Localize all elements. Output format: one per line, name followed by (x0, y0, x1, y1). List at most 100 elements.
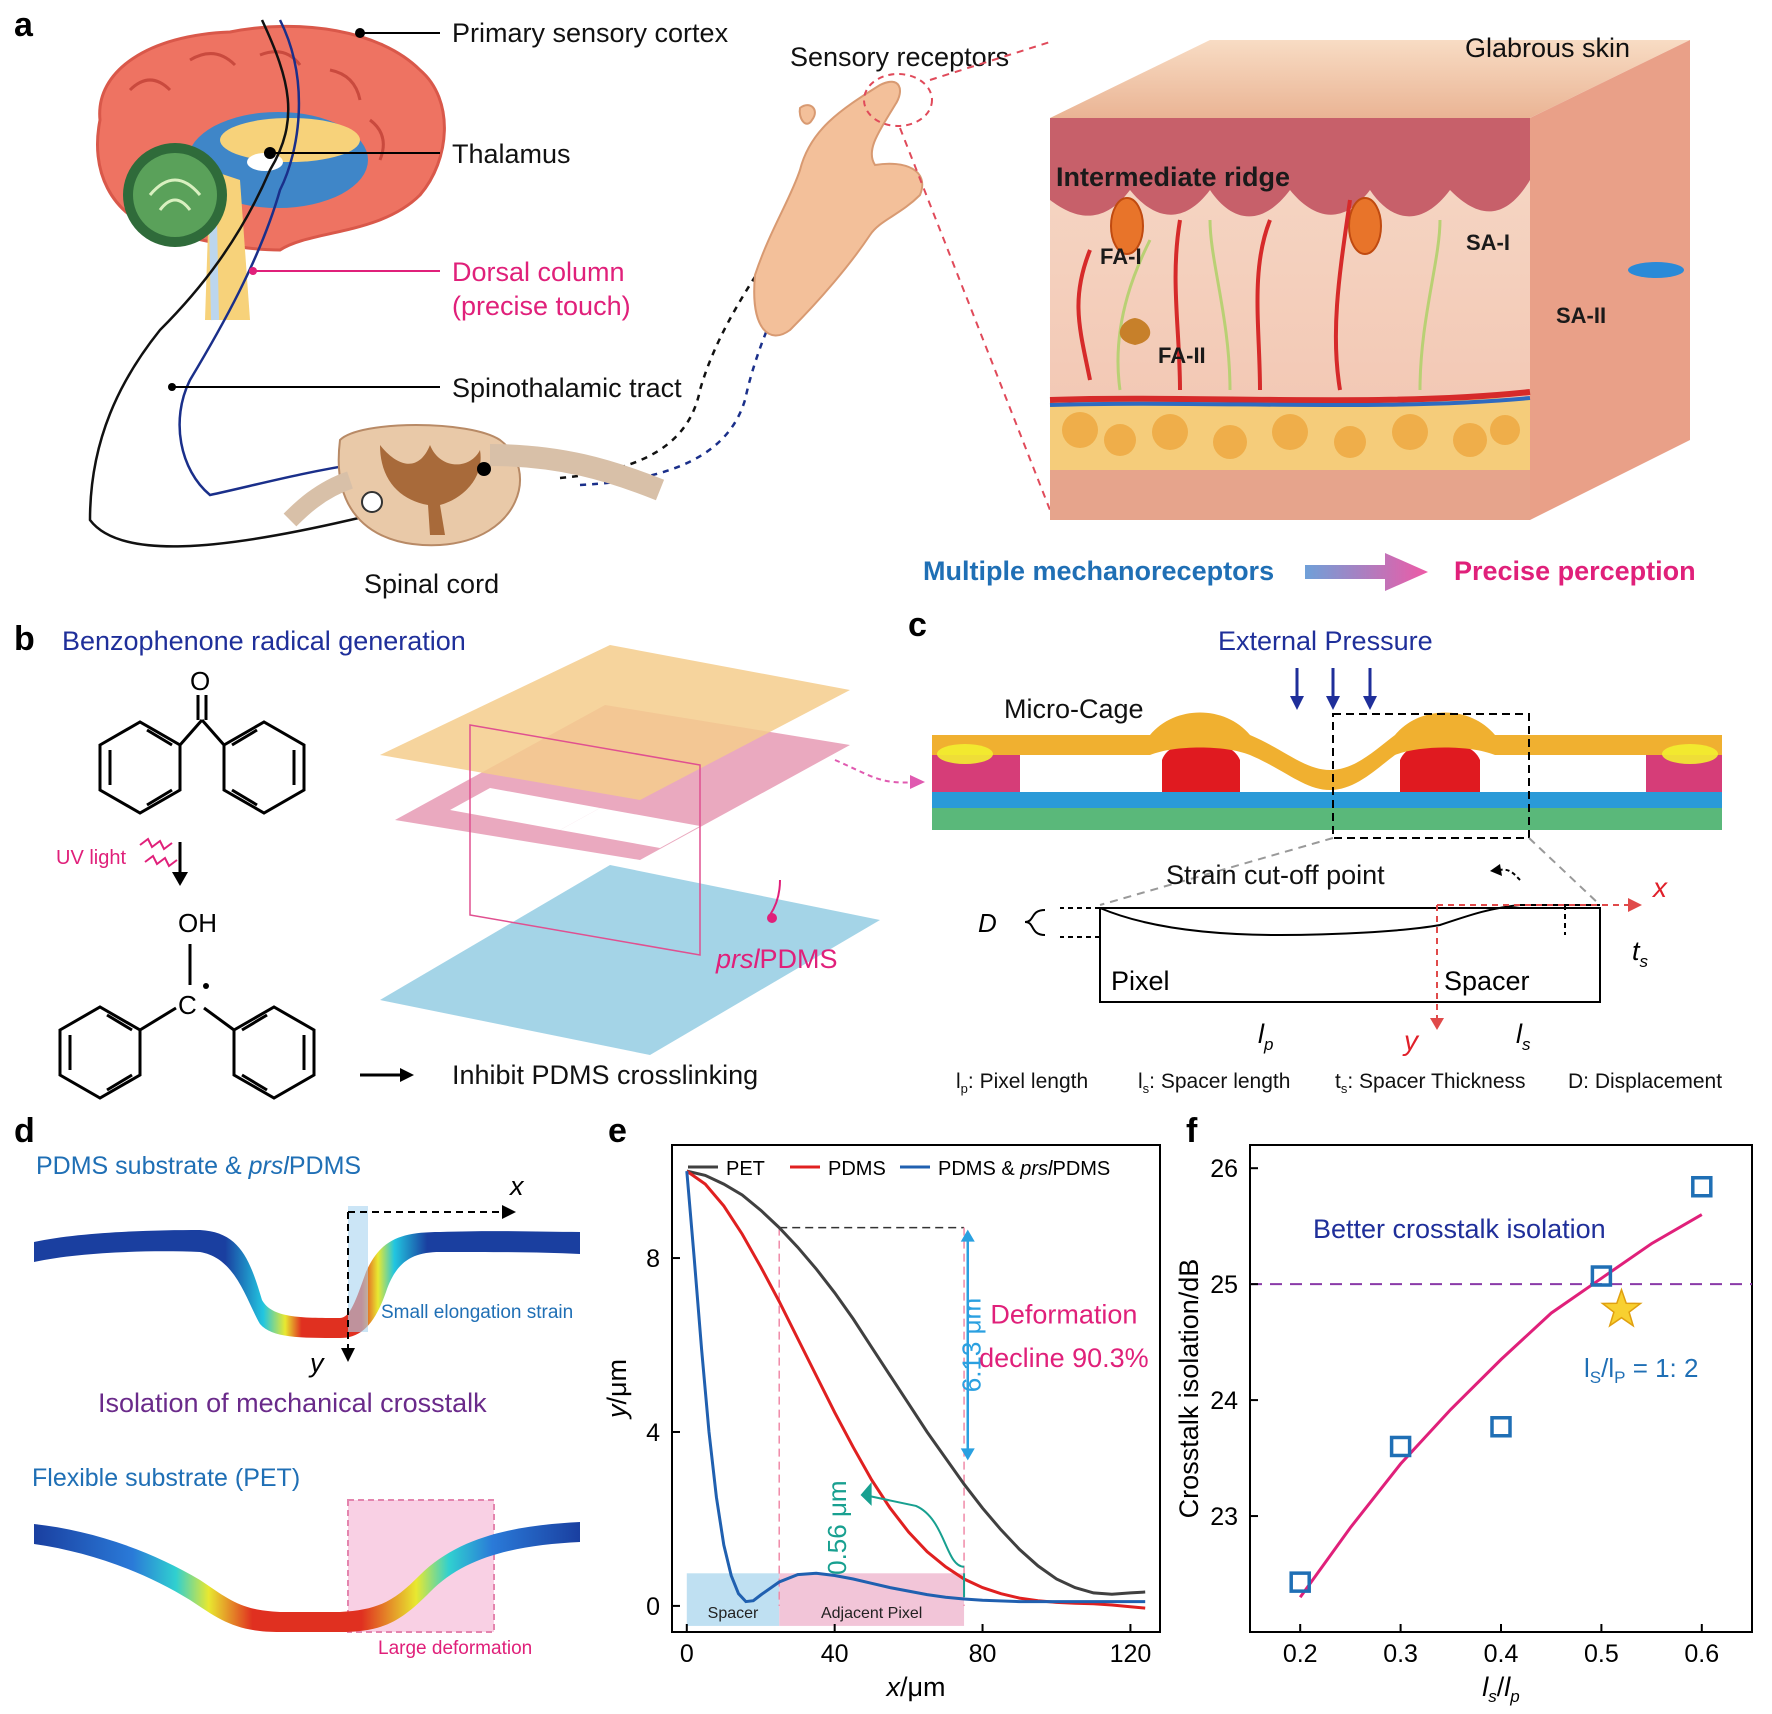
ratio-text: /l (1601, 1353, 1614, 1383)
label-primary-cortex: Primary sensory cortex (452, 18, 729, 48)
hand-illustration (753, 80, 924, 337)
c-legend: lp: Pixel length ls: Spacer length ts: S… (956, 1070, 1722, 1096)
y-axis-label: y/μm (602, 1359, 632, 1420)
series-line (686, 1169, 1146, 1596)
ratio-text: = 1: 2 (1625, 1353, 1698, 1383)
label-c-x: x (1651, 872, 1668, 903)
y-axis-label: Crosstalk isolation/dB (1174, 1259, 1204, 1519)
x-axis-text: l (1504, 1672, 1511, 1702)
star-icon (1600, 1287, 1643, 1328)
label-precise-perception: Precise perception (1454, 556, 1696, 586)
fit-curve (1298, 1213, 1703, 1599)
legend-text: PDMS (828, 1158, 886, 1180)
label-thalamus: Thalamus (452, 139, 571, 169)
y-tick-label: 8 (646, 1245, 660, 1273)
panel-b: b Benzophenone radical generation O UV l… (14, 620, 925, 1100)
dorsal-pathway (178, 19, 481, 497)
label-small-strain: Small elongation strain (381, 1302, 573, 1323)
x-tick-label: 0 (680, 1640, 694, 1668)
ratio-label: lS/lP = 1: 2 (1584, 1353, 1698, 1387)
legend-text: PET (726, 1158, 765, 1180)
y-axis-var: y (602, 1403, 632, 1420)
x-tick-label: 0.3 (1383, 1640, 1418, 1668)
chart-f: Better crosstalk isolation lS/lP = 1: 2 0.… (1174, 1144, 1753, 1706)
y-tick-label: 23 (1210, 1503, 1238, 1531)
x-tick-label: 0.6 (1684, 1640, 1719, 1668)
label-micro-cage: Micro-Cage (1004, 694, 1144, 724)
label-isolation: Isolation of mechanical crosstalk (98, 1388, 487, 1418)
data-point (1691, 1175, 1713, 1198)
better-isolation-label: Better crosstalk isolation (1313, 1214, 1606, 1244)
c-legend-item: lp: Pixel length (956, 1070, 1088, 1096)
label-spinothalamic: Spinothalamic tract (452, 373, 682, 403)
c-legend-item: ts: Spacer Thickness (1335, 1070, 1526, 1096)
x-tick-label: 0.4 (1484, 1640, 1519, 1668)
y-tick-label: 0 (646, 1593, 660, 1621)
data-point (1289, 1571, 1311, 1593)
ratio-text: S (1590, 1368, 1601, 1387)
label-sa2: SA-II (1556, 303, 1606, 328)
panel-d: d PDMS substrate & prslPDMS x y Small el… (14, 1112, 580, 1659)
label-multiple-mechanoreceptors: Multiple mechanoreceptors (923, 556, 1274, 586)
gap-pet-label: 6.13 μm (957, 1298, 987, 1392)
pet-simulation (34, 1522, 580, 1632)
receptor-highlight (863, 73, 933, 127)
label-ls: ls (1516, 1019, 1531, 1054)
label-intermediate-ridge: Intermediate ridge (1056, 162, 1290, 192)
x-tick-label: 120 (1110, 1640, 1152, 1668)
strain-model-box (1099, 907, 1601, 1003)
label-ts: ts (1632, 936, 1649, 971)
benzophenone-structure (98, 695, 306, 815)
prsl-label: prslPDMS (715, 944, 838, 974)
legend-text: prsl (1019, 1158, 1053, 1180)
data-point (1490, 1416, 1512, 1438)
axes-frame (671, 1144, 1161, 1633)
skin-block-illustration (1049, 40, 1690, 520)
callout-curve (864, 1494, 965, 1568)
decline-label: Deformation (990, 1299, 1137, 1329)
label-spacer: Spacer (1444, 966, 1530, 996)
zoom-box (1332, 713, 1530, 839)
label-fa1: FA-I (1100, 244, 1142, 269)
y-tick-label: 25 (1210, 1271, 1238, 1299)
x-tick-label: 80 (969, 1640, 997, 1668)
y-tick-label: 24 (1210, 1387, 1238, 1415)
legend-text: PDMS & (938, 1158, 1020, 1180)
panel-a: a Primary sensory cortex Thalamus Do (14, 6, 1696, 599)
spinal-cord-illustration (283, 424, 665, 547)
label-d-x: x (508, 1171, 525, 1201)
gap-prsl-label: 0.56 μm (822, 1480, 852, 1574)
legend-label: PET (726, 1158, 765, 1180)
label-c-y: y (1402, 1025, 1420, 1056)
label-D: D (978, 908, 997, 938)
series-line (685, 1169, 1146, 1610)
y-tick-label: 4 (646, 1419, 660, 1447)
panel-c: c External Pressure Micro-Cage Strain cu… (908, 606, 1722, 1096)
pressure-arrow-icon (1295, 668, 1372, 700)
arrow-icon (1305, 553, 1428, 591)
label-lp: lp (1258, 1019, 1273, 1054)
label-spinal-cord: Spinal cord (364, 569, 499, 599)
panel-label-e: e (608, 1112, 627, 1150)
atom-o: O (190, 666, 210, 696)
legend-label: PDMS & prslPDMS (938, 1158, 1110, 1180)
region-label: Spacer (708, 1605, 759, 1622)
x-axis-label: ls/lp (1482, 1672, 1519, 1706)
x-axis-label: x/μm (884, 1672, 945, 1702)
c-legend-item: D: Displacement (1568, 1070, 1722, 1093)
layered-device-illustration (380, 645, 880, 1055)
legend-label: PDMS (828, 1158, 886, 1180)
arrowhead (960, 1229, 975, 1242)
c-legend-item: ls: Spacer length (1138, 1070, 1290, 1096)
label-strain-cutoff: Strain cut-off point (1166, 860, 1385, 890)
uv-label: UV light (56, 847, 126, 869)
label-precise-touch: (precise touch) (452, 291, 631, 321)
label-dorsal-column: Dorsal column (452, 257, 625, 287)
data-point (1590, 1265, 1613, 1287)
pdms-simulation (34, 1230, 580, 1338)
x-axis-text: p (1509, 1687, 1519, 1706)
label-fa2: FA-II (1158, 343, 1206, 368)
